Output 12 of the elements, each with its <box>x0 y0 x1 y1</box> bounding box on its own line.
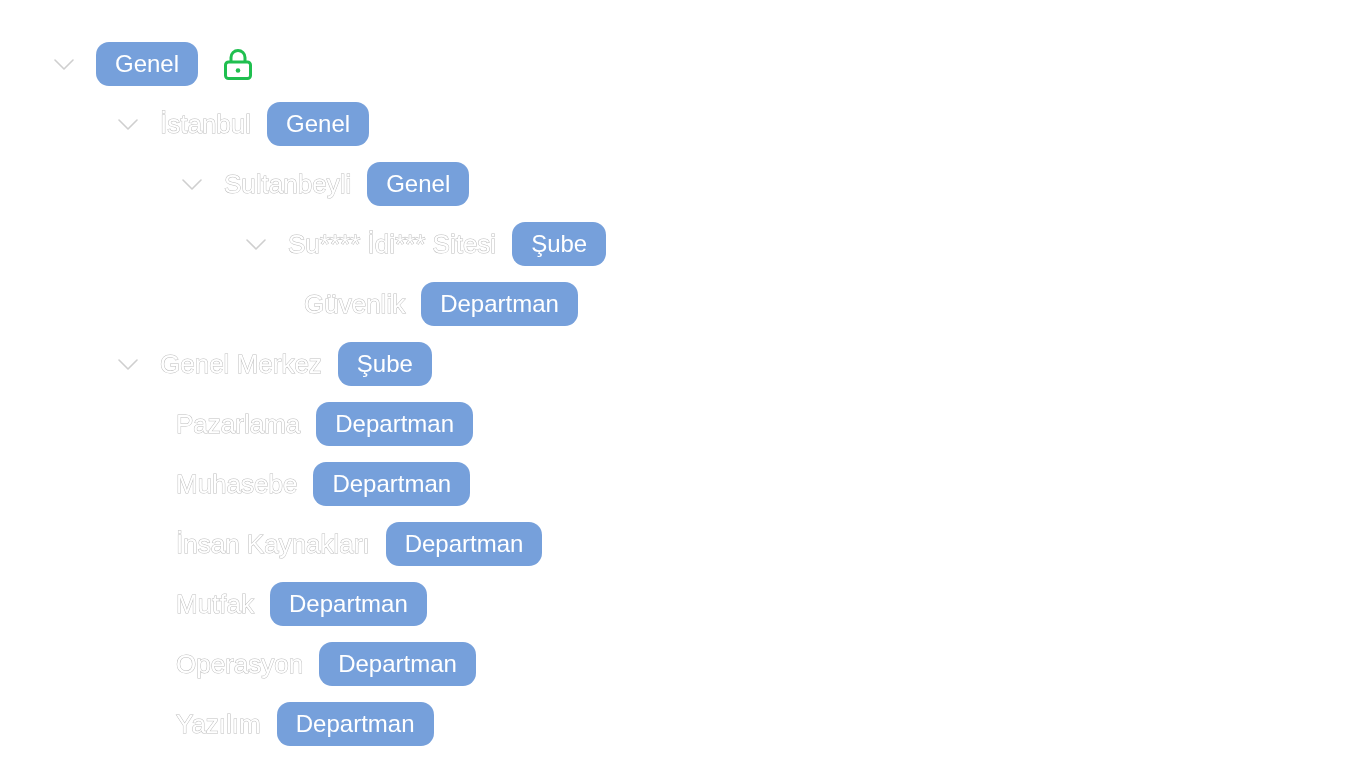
type-badge: Genel <box>267 102 370 146</box>
type-badge: Departman <box>319 642 476 686</box>
type-badge: Genel <box>367 162 470 206</box>
type-badge: Departman <box>270 582 427 626</box>
type-badge: Şube <box>512 222 607 266</box>
type-badge: Departman <box>276 702 434 746</box>
type-badge: Departman <box>316 402 473 446</box>
type-badge: Departman <box>385 522 543 566</box>
type-badge: Departman <box>421 282 578 326</box>
type-badge: Genel <box>96 42 199 86</box>
type-badge: Departman <box>313 462 471 506</box>
type-badge: Şube <box>337 342 432 386</box>
